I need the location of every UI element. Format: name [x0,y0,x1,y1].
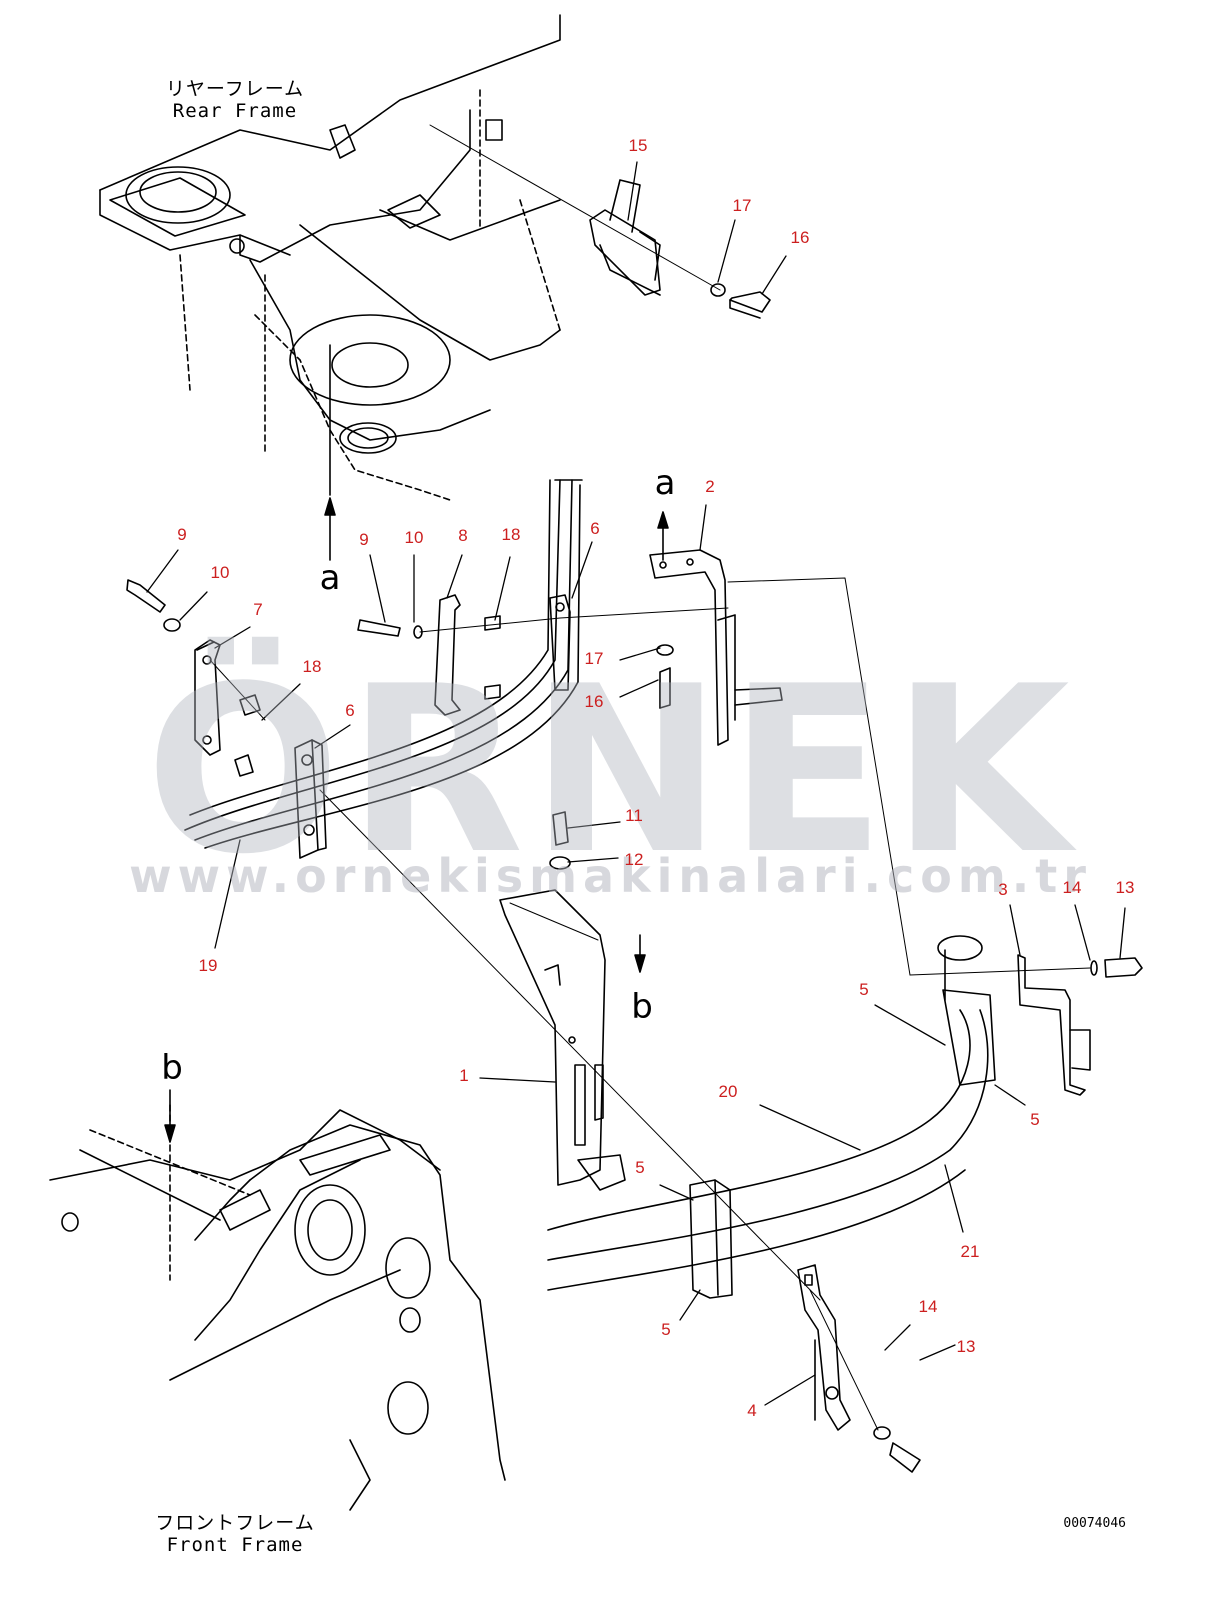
callout-11: 11 [625,806,643,825]
callout-13-low: 13 [956,1337,976,1356]
callout-5-b: 5 [1030,1110,1040,1129]
part-6-clamp-mid [549,594,571,691]
callout-1: 1 [459,1066,469,1085]
callout-10-mid: 10 [404,528,424,547]
callout-17-top: 17 [732,196,752,215]
view-a-label-right: a [654,463,676,503]
callout-20: 20 [718,1082,738,1101]
callout-5-c: 5 [635,1158,645,1177]
rear-frame-drawing [99,14,561,501]
callout-18-mid: 18 [501,525,521,544]
part-5-clamp-blocks [689,1179,733,1299]
callout-17-mid: 17 [584,649,604,668]
rear-frame-title: リヤーフレーム Rear Frame [160,78,310,122]
view-arrow-a [324,497,669,561]
callout-12: 12 [624,850,644,869]
callout-21: 21 [960,1242,980,1261]
callout-16-mid: 16 [584,692,604,711]
front-frame-title-jp: フロントフレーム [155,1512,315,1534]
callout-6-mid: 6 [590,519,600,538]
part-6-block-left [294,739,327,859]
callout-13-right: 13 [1115,878,1135,897]
callout-10-left: 10 [210,563,230,582]
callout-16-top: 16 [790,228,810,247]
view-a-label-left: a [319,558,341,598]
callout-2: 2 [705,477,715,496]
rear-frame-title-en: Rear Frame [172,100,298,122]
view-b-label-right: b [631,987,653,1027]
view-b-label-left: b [161,1048,183,1088]
callout-5-d: 5 [661,1320,671,1339]
part-19-hose-bundle [184,479,583,849]
front-frame-title: フロントフレーム Front Frame [150,1512,320,1556]
rear-frame-title-jp: リヤーフレーム [165,78,305,100]
callout-19: 19 [198,956,218,975]
callout-15: 15 [628,136,648,155]
callout-5-a: 5 [859,980,869,999]
callout-4: 4 [747,1401,757,1420]
callout-3: 3 [998,880,1008,899]
front-frame-title-en: Front Frame [166,1534,304,1556]
part-8-clamp-mid [357,594,729,716]
callout-18-left: 18 [302,657,322,676]
part-15-clamp [429,124,771,319]
view-arrow-b [164,934,646,1143]
callout-8: 8 [458,526,468,545]
callout-14-low: 14 [918,1297,938,1316]
callout-6-left: 6 [345,701,355,720]
callout-7: 7 [253,600,263,619]
callout-9-mid: 9 [359,530,369,549]
front-frame-drawing [49,1104,506,1511]
part-2-bracket [649,549,911,976]
part-7-clamp-left [126,579,266,777]
part-1-bracket [319,789,821,1301]
part-3-bracket [909,954,1143,1096]
leader-lines [146,161,1126,1406]
part-4-clamp [797,1264,921,1473]
callout-9-left: 9 [177,525,187,544]
drawing-number: 00074046 [1063,1516,1126,1531]
callout-14-right: 14 [1062,878,1082,897]
part-20-21-hoses [547,935,996,1291]
